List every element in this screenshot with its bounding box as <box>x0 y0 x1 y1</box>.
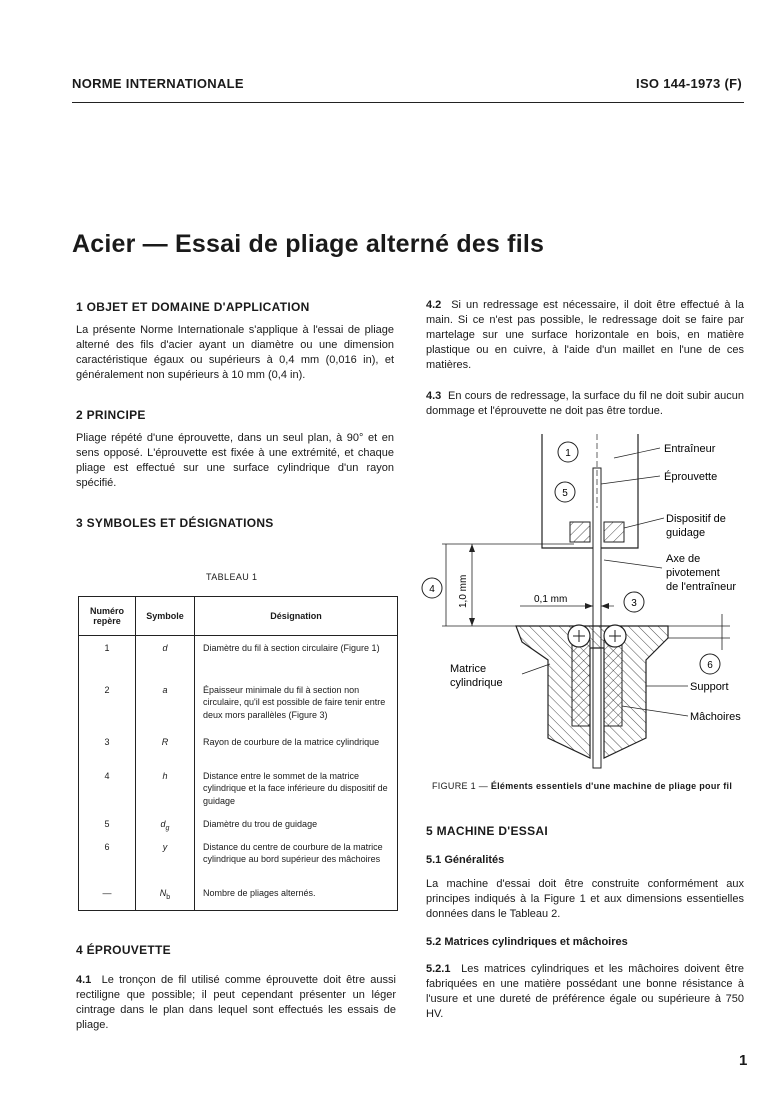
header-rule <box>72 102 744 103</box>
jaw-left <box>571 639 591 727</box>
callout-4: 4 <box>429 584 435 595</box>
page-number: 1 <box>739 1052 748 1069</box>
label-eprouvette: Éprouvette <box>664 470 717 483</box>
section-5-2-1-text: 5.2.1 Les matrices cylindriques et les m… <box>426 962 744 1022</box>
dim-gap-label: 0,1 mm <box>534 594 567 605</box>
section-3-heading: 3 SYMBOLES ET DÉSIGNATIONS <box>76 516 274 530</box>
section-4-2-body: Si un redressage est nécessaire, il doit… <box>426 299 744 371</box>
cell-desc: Distance entre le sommet de la matrice c… <box>194 763 398 812</box>
table-row: 1 d Diamètre du fil à section circulaire… <box>78 635 398 678</box>
section-5-heading: 5 MACHINE D'ESSAI <box>426 824 548 838</box>
cell-desc: Nombre de pliages alternés. <box>194 880 398 911</box>
right-column-top: 4.2 Si un redressage est nécessaire, il … <box>426 298 744 419</box>
section-5-2-1-body: Les matrices cylindriques et les mâchoir… <box>426 963 744 1020</box>
label-axe-1: Axe de <box>666 553 700 565</box>
figure-caption-prefix: FIGURE 1 — <box>432 781 491 791</box>
cell-symbol: Nb <box>135 880 195 911</box>
section-4-block: 4 ÉPROUVETTE 4.1 Le tronçon de fil utili… <box>76 943 396 1033</box>
cell-desc: Épaisseur minimale du fil à section non … <box>194 677 398 730</box>
label-entraineur: Entraîneur <box>664 443 716 455</box>
guide-block-left <box>569 521 591 543</box>
callout-1: 1 <box>565 448 571 459</box>
label-matrice-2: cylindrique <box>450 677 503 689</box>
section-4-3-body: En cours de redressage, la surface du fi… <box>426 390 744 417</box>
cell-symbol: y <box>135 834 195 881</box>
section-5-2-1-num: 5.2.1 <box>426 963 451 975</box>
cell-desc: Diamètre du trou de guidage <box>194 811 398 835</box>
section-4-2-num: 4.2 <box>426 299 442 311</box>
label-matrice-1: Matrice <box>450 663 486 675</box>
cell-num: 4 <box>78 763 136 812</box>
table-row: 2 a Épaisseur minimale du fil à section … <box>78 677 398 730</box>
cell-symbol: R <box>135 729 195 764</box>
document-title: Acier — Essai de pliage alterné des fils <box>72 230 545 258</box>
section-2-text: Pliage répété d'une éprouvette, dans un … <box>76 432 394 489</box>
section-4-3-num: 4.3 <box>426 390 442 402</box>
table-row: 5 dg Diamètre du trou de guidage <box>78 811 398 835</box>
section-2-heading: 2 PRINCIPE <box>76 408 146 422</box>
label-dispositif: Dispositif de <box>666 513 726 525</box>
table-row: 6 y Distance du centre de courbure de la… <box>78 834 398 881</box>
dim-h-label: 1,0 mm <box>458 575 469 608</box>
section-5-1-text: La machine d'essai doit être construite … <box>426 878 744 920</box>
section-4-1-text: 4.1 Le tronçon de fil utilisé comme épro… <box>76 973 396 1033</box>
table-1-wrapper: Numéro repère Symbole Désignation 1 d Di… <box>78 596 398 912</box>
table-row: — Nb Nombre de pliages alternés. <box>78 880 398 911</box>
label-axe-3: de l'entraîneur <box>666 581 736 593</box>
table-header-symbol: Symbole <box>135 596 195 636</box>
cell-symbol: d <box>135 635 195 678</box>
label-machoires: Mâchoires <box>690 711 741 723</box>
label-support: Support <box>690 681 729 693</box>
cell-num: 6 <box>78 834 136 881</box>
cell-desc: Distance du centre de courbure de la mat… <box>194 834 398 881</box>
figure-1-diagram: 1 5 4 3 6 1,0 mm 0,1 mm Entraîneur Éprou… <box>421 434 741 769</box>
callout-5: 5 <box>562 488 568 499</box>
table-row: 3 R Rayon de courbure de la matrice cyli… <box>78 729 398 764</box>
section-1-text: La présente Norme Internationale s'appli… <box>76 324 394 381</box>
jaw-right <box>603 639 623 727</box>
section-1-heading: 1 OBJET ET DOMAINE D'APPLICATION <box>76 300 310 314</box>
section-5-block: 5 MACHINE D'ESSAI 5.1 Généralités La mac… <box>426 824 744 1022</box>
table-header-designation: Désignation <box>194 596 398 636</box>
label-guidage: guidage <box>666 527 705 539</box>
section-4-3-text: 4.3 En cours de redressage, la surface d… <box>426 389 744 419</box>
table-header-num: Numéro repère <box>78 596 136 636</box>
guide-block-right <box>603 521 625 543</box>
table-caption: TABLEAU 1 <box>206 572 258 582</box>
cell-num: 3 <box>78 729 136 764</box>
cell-symbol: a <box>135 677 195 730</box>
cell-desc: Rayon de courbure de la matrice cylindri… <box>194 729 398 764</box>
driver-outline <box>541 434 639 549</box>
cell-num: 2 <box>78 677 136 730</box>
header-left: NORME INTERNATIONALE <box>72 76 244 91</box>
cell-desc: Diamètre du fil à section circulaire (Fi… <box>194 635 398 678</box>
section-4-heading: 4 ÉPROUVETTE <box>76 943 171 957</box>
label-axe-2: pivotement <box>666 567 720 579</box>
cell-num: — <box>78 880 136 911</box>
section-5-1-heading: 5.1 Généralités <box>426 854 505 866</box>
die-support <box>515 625 669 759</box>
table-1: Numéro repère Symbole Désignation 1 d Di… <box>78 596 398 912</box>
section-5-2-heading: 5.2 Matrices cylindriques et mâchoires <box>426 936 628 948</box>
header-right: ISO 144-1973 (F) <box>636 76 742 91</box>
callout-3: 3 <box>631 598 637 609</box>
cell-num: 1 <box>78 635 136 678</box>
cell-symbol: h <box>135 763 195 812</box>
figure-1-caption: FIGURE 1 — Éléments essentiels d'une mac… <box>432 781 732 791</box>
callout-6: 6 <box>707 660 713 671</box>
specimen-wire <box>592 467 602 769</box>
cell-num: 5 <box>78 811 136 835</box>
left-column: 1 OBJET ET DOMAINE D'APPLICATION La prés… <box>76 300 394 530</box>
section-4-1-body: Le tronçon de fil utilisé comme éprouvet… <box>76 974 396 1031</box>
cell-symbol: dg <box>135 811 195 835</box>
table-row: 4 h Distance entre le sommet de la matri… <box>78 763 398 812</box>
section-4-2-text: 4.2 Si un redressage est nécessaire, il … <box>426 298 744 373</box>
section-4-1-num: 4.1 <box>76 974 92 986</box>
figure-caption-text: Éléments essentiels d'une machine de pli… <box>490 781 733 791</box>
